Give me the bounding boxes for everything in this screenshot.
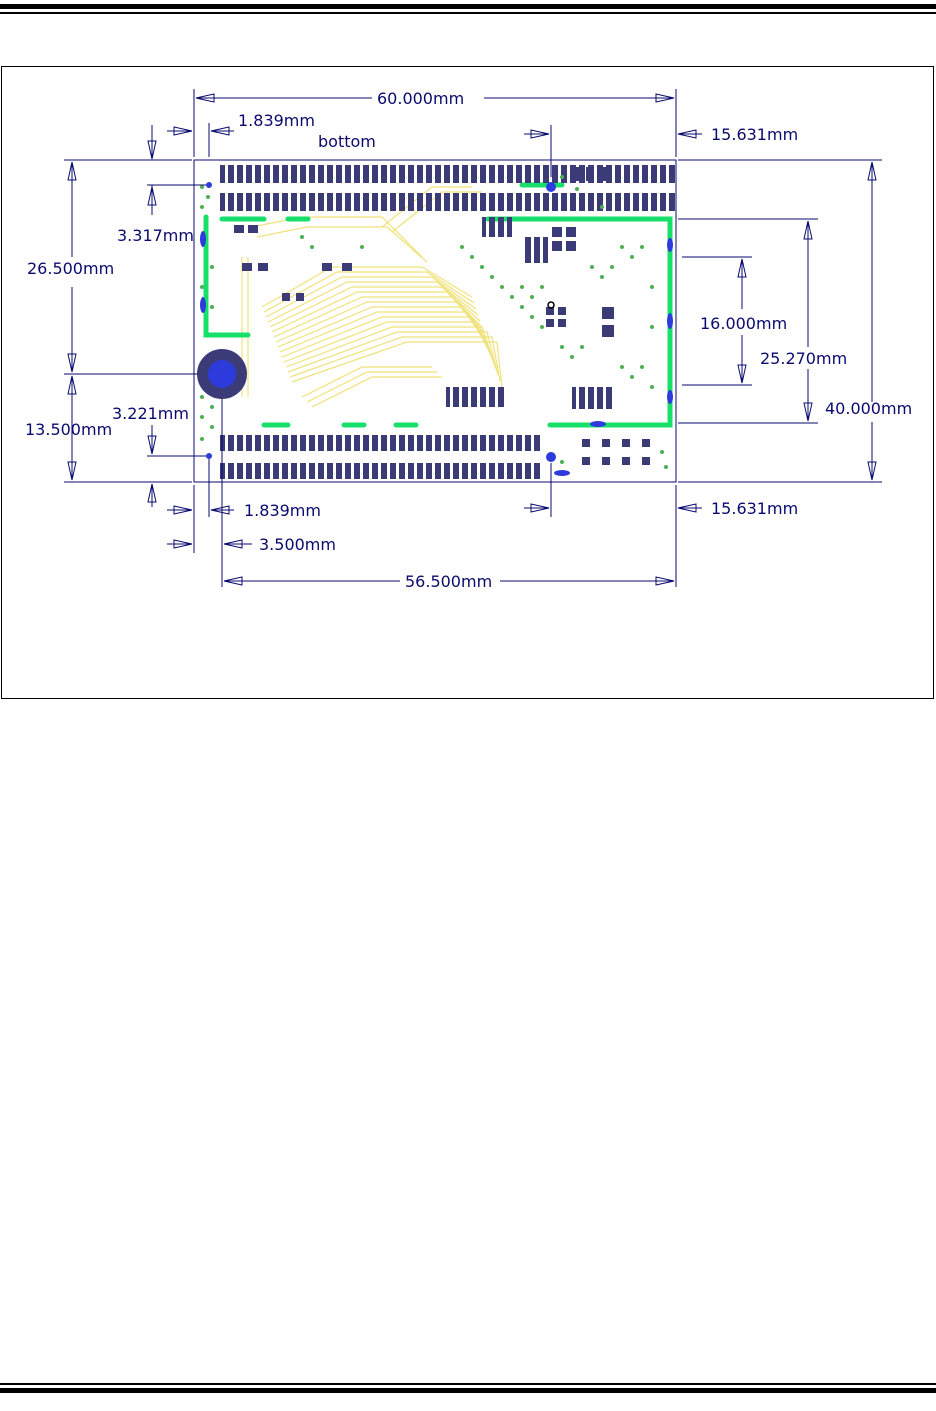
pcb-board (194, 160, 678, 482)
mounting-hole-inner (208, 360, 236, 388)
dim-bottom-left-offset: 1.839mm (244, 501, 321, 520)
top-rule-thin (0, 12, 936, 14)
dim-top-right-offset: 15.631mm (711, 125, 798, 144)
dim-top-width: 60.000mm (377, 89, 464, 108)
dim-left-lower-height: 13.500mm (25, 420, 112, 439)
dim-left-total-height: 26.500mm (27, 259, 114, 278)
layer-label: bottom (318, 132, 376, 151)
dim-right-inner-height: 16.000mm (700, 314, 787, 333)
corner-hole-top-left (206, 182, 212, 188)
dim-left-lower-offset: 3.221mm (112, 404, 189, 423)
dim-right-middle-height: 25.270mm (760, 349, 847, 368)
dim-bottom-width: 56.500mm (405, 572, 492, 591)
dim-bottom-hole-offset: 3.500mm (259, 535, 336, 554)
corner-hole-bottom-left (206, 453, 212, 459)
dim-right-total-height: 40.000mm (825, 399, 912, 418)
bottom-rule-thin (0, 1383, 936, 1385)
top-rule-thick (0, 4, 936, 9)
corner-hole-top-right (546, 182, 556, 192)
bottom-rule-thick (0, 1388, 936, 1393)
dim-bottom-right-offset: 15.631mm (711, 499, 798, 518)
dim-top-left-offset: 1.839mm (238, 111, 315, 130)
corner-hole-bottom-right (546, 452, 556, 462)
dim-left-upper-offset: 3.317mm (117, 226, 194, 245)
pcb-dimension-drawing: 60.000mm 1.839mm bottom 15.631mm 3.317mm… (2, 67, 933, 698)
figure-frame: 60.000mm 1.839mm bottom 15.631mm 3.317mm… (1, 66, 934, 699)
